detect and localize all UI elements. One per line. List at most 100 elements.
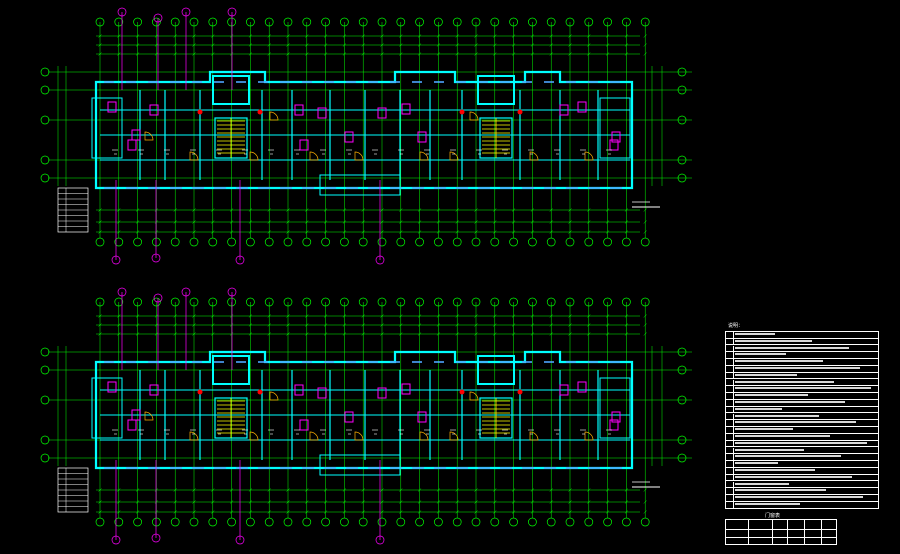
axis-bubble-top bbox=[584, 297, 594, 307]
dimension-tick bbox=[399, 34, 403, 38]
axis-bubble-bottom bbox=[264, 237, 274, 247]
notes-row-text bbox=[735, 435, 830, 437]
axis-bubble-top bbox=[490, 297, 500, 307]
bathroom-fixture bbox=[107, 381, 117, 393]
axis-bubble-bottom bbox=[95, 517, 105, 527]
dimension-tick bbox=[117, 488, 121, 492]
axis-bubble-top bbox=[189, 297, 199, 307]
dimension-tick bbox=[211, 43, 215, 47]
axis-bubble-left bbox=[40, 155, 50, 165]
dimension-tick bbox=[98, 332, 102, 336]
axis-bubble-top bbox=[471, 297, 481, 307]
dimension-tick bbox=[305, 220, 309, 224]
dimension-tick bbox=[305, 208, 309, 212]
axis-bubble-bottom bbox=[170, 237, 180, 247]
dimension-tick bbox=[361, 332, 365, 336]
dimension-tick bbox=[511, 34, 516, 38]
elevator-shaft bbox=[477, 75, 515, 105]
dimension-tick bbox=[455, 220, 459, 224]
dimension-tick bbox=[98, 43, 102, 47]
notes-row-text bbox=[735, 346, 849, 349]
notes-row bbox=[726, 366, 878, 373]
dimension-tick bbox=[173, 34, 177, 38]
axis-bubble-top bbox=[377, 297, 387, 307]
dimension-tick bbox=[474, 488, 478, 492]
dimension-tick bbox=[568, 488, 572, 492]
axis-bubble-top bbox=[377, 17, 387, 27]
axis-bubble-bottom bbox=[471, 517, 481, 527]
bathroom-fixture bbox=[294, 104, 304, 116]
bathroom-fixture bbox=[299, 419, 309, 431]
dimension-tick bbox=[511, 208, 516, 212]
dimension-tick bbox=[323, 43, 328, 47]
dimension-tick bbox=[211, 323, 215, 327]
dimension-tick bbox=[380, 52, 384, 56]
dimension-tick bbox=[436, 208, 441, 212]
section-marker bbox=[151, 533, 161, 543]
dimension-tick bbox=[624, 500, 629, 504]
notes-row-number bbox=[726, 481, 734, 488]
red-marker bbox=[459, 389, 465, 395]
dimension-tick bbox=[229, 230, 234, 234]
dimension-tick bbox=[267, 500, 271, 504]
dimension-tick bbox=[493, 323, 497, 327]
axis-bubble-top bbox=[114, 17, 124, 27]
dimension-tick bbox=[530, 323, 535, 327]
dimension-tick bbox=[549, 332, 553, 336]
dimension-tick bbox=[455, 52, 459, 56]
dimension-tick bbox=[511, 323, 516, 327]
dimension-tick bbox=[267, 332, 271, 336]
axis-bubble-top bbox=[246, 17, 255, 27]
dimension-tick bbox=[305, 52, 309, 56]
axis-bubble-top bbox=[546, 17, 556, 27]
red-marker bbox=[197, 109, 203, 115]
dimension-tick bbox=[117, 230, 121, 234]
section-marker bbox=[227, 7, 237, 17]
dimension-tick bbox=[192, 34, 196, 38]
dimension-tick bbox=[380, 43, 384, 47]
dimension-tick bbox=[624, 510, 629, 514]
dimension-tick bbox=[624, 34, 629, 38]
dimension-tick bbox=[135, 314, 140, 318]
bathroom-fixture bbox=[577, 101, 587, 113]
door-swing bbox=[144, 131, 154, 141]
axis-bubble-top bbox=[546, 297, 556, 307]
axis-bubble-left bbox=[40, 67, 50, 77]
dimension-tick bbox=[229, 208, 234, 212]
axis-bubble-top bbox=[471, 17, 481, 27]
dimension-tick bbox=[154, 500, 159, 504]
dimension-tick bbox=[455, 43, 459, 47]
axis-bubble-bottom bbox=[565, 517, 575, 527]
dimension-tick bbox=[342, 230, 347, 234]
axis-bubble-right bbox=[677, 435, 687, 445]
dimension-tick bbox=[568, 332, 572, 336]
dimension-tick bbox=[117, 34, 121, 38]
dimension-tick bbox=[286, 208, 290, 212]
dimension-tick bbox=[436, 52, 441, 56]
dimension-tick bbox=[493, 52, 497, 56]
dimension-tick bbox=[587, 314, 591, 318]
dimension-tick bbox=[361, 43, 365, 47]
notes-row-number bbox=[726, 420, 734, 426]
bathroom-fixture bbox=[344, 131, 354, 143]
dimension-tick bbox=[154, 488, 159, 492]
dimension-tick bbox=[380, 500, 384, 504]
bathroom-fixture bbox=[417, 131, 427, 143]
dimension-tick bbox=[587, 208, 591, 212]
red-marker bbox=[517, 109, 523, 115]
dimension-tick bbox=[643, 220, 647, 224]
dimension-tick bbox=[568, 34, 572, 38]
dimension-tick bbox=[361, 34, 365, 38]
dimension-tick bbox=[286, 332, 290, 336]
dimension-tick bbox=[135, 332, 140, 336]
schedule-header-row bbox=[726, 520, 836, 530]
dimension-tick bbox=[493, 500, 497, 504]
dimension-tick bbox=[455, 510, 459, 514]
axis-bubble-top bbox=[640, 297, 650, 307]
upper-floor-plan bbox=[40, 7, 692, 265]
dimension-tick bbox=[305, 314, 309, 318]
dimension-tick bbox=[399, 323, 403, 327]
axis-bubble-top bbox=[622, 297, 631, 307]
notes-row-number bbox=[726, 440, 734, 447]
